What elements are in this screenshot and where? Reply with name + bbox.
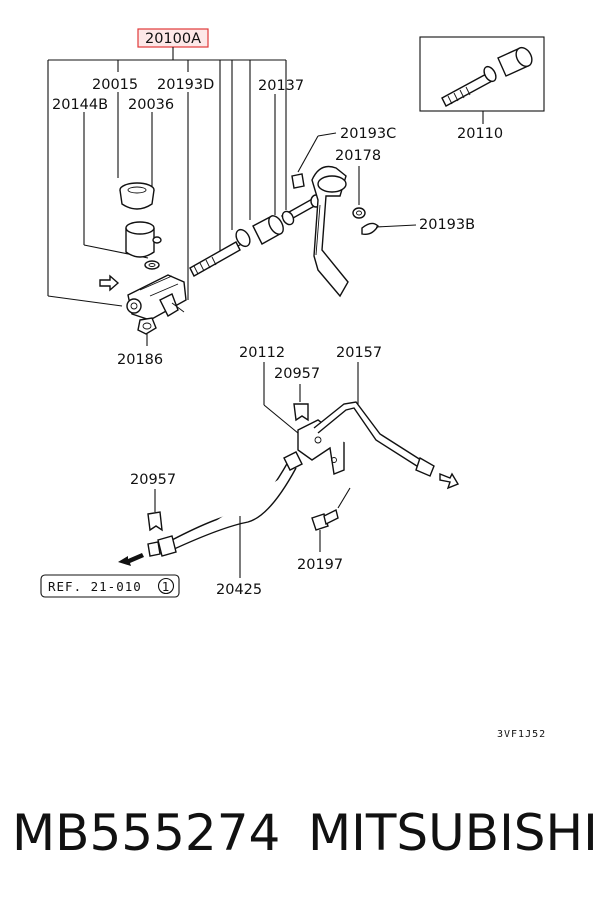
ref-box[interactable] [40, 574, 180, 598]
direction-arrow-ref [118, 553, 144, 566]
label-20957-top[interactable]: 20957 [274, 366, 320, 382]
repair-kit-part[interactable] [441, 45, 535, 107]
boot-part[interactable] [252, 213, 286, 245]
label-20144B[interactable]: 20144B [52, 97, 108, 113]
bolt-20193C-part[interactable] [291, 132, 337, 189]
ref-circle-number: 1 [162, 579, 171, 594]
label-20425[interactable]: 20425 [216, 582, 262, 598]
grommet-part[interactable] [144, 260, 160, 270]
pipe-20157-part[interactable] [313, 401, 435, 477]
label-20015[interactable]: 20015 [92, 77, 138, 93]
label-20186[interactable]: 20186 [117, 352, 163, 368]
reservoir-tank-part[interactable] [125, 221, 162, 258]
label-20193C[interactable]: 20193C [340, 126, 396, 142]
part-number: MB555274 [12, 804, 281, 862]
diagram-code: 3VF1J52 [497, 729, 546, 740]
label-20957-left[interactable]: 20957 [130, 472, 176, 488]
assembly-leader-lines [47, 47, 287, 307]
label-20178[interactable]: 20178 [335, 148, 381, 164]
pedal-part[interactable] [311, 165, 349, 298]
label-20036[interactable]: 20036 [128, 97, 174, 113]
hose-20425-part[interactable] [147, 451, 303, 557]
brand-name: MITSUBISHI [308, 804, 598, 862]
bolt-20197-part[interactable] [311, 487, 351, 552]
ref-text: REF. 21-010 [48, 579, 142, 594]
label-20193B[interactable]: 20193B [419, 217, 475, 233]
ref-circle [157, 577, 175, 595]
direction-arrow-right [439, 472, 460, 490]
label-20137[interactable]: 20137 [258, 78, 304, 94]
master-cylinder-body-part[interactable] [126, 274, 187, 321]
label-20100A[interactable]: 20100A [145, 31, 201, 47]
direction-arrow-left [99, 274, 120, 292]
label-20112[interactable]: 20112 [239, 345, 285, 361]
nut-20186-part[interactable] [137, 317, 157, 346]
clip-20957-left-part[interactable] [147, 511, 163, 532]
label-20157[interactable]: 20157 [336, 345, 382, 361]
label-20110[interactable]: 20110 [457, 126, 503, 142]
clip-20193B-part[interactable] [361, 222, 417, 236]
snap-ring-part[interactable] [233, 227, 252, 249]
repair-kit-box [419, 36, 545, 112]
washer-20178-part[interactable] [352, 166, 366, 219]
label-20193D[interactable]: 20193D [157, 77, 214, 93]
clip-20957-top-part[interactable] [293, 403, 309, 422]
reservoir-cap-part[interactable] [119, 182, 155, 210]
footer: MB555274 MITSUBISHI [0, 800, 600, 880]
label-20197[interactable]: 20197 [297, 557, 343, 573]
